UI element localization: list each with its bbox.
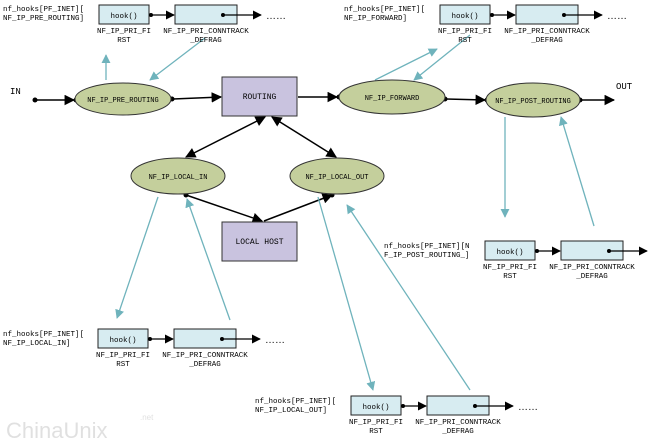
hookpoint-post-routing: NF_IP_POST_ROUTING bbox=[485, 82, 581, 118]
forward-to-chain-arrow bbox=[374, 48, 438, 81]
chain-hook-label: hook() bbox=[496, 249, 523, 257]
chain-pri-first-line2: RST bbox=[116, 361, 130, 369]
chain-hook-box bbox=[484, 240, 536, 261]
chain-pri-conntrack-line2: _DEFRAG bbox=[575, 273, 608, 281]
chain-return-to-prerouting-arrow bbox=[149, 37, 206, 81]
chain-pri-conntrack-line1: NF_IP_PRI_CONNTRACK bbox=[415, 419, 501, 427]
chain-hook-label: hook() bbox=[110, 13, 137, 21]
chain-title-line2: NF_IP_LOCAL_IN] bbox=[3, 340, 71, 348]
chain-pri-conntrack-line2: _DEFRAG bbox=[189, 37, 222, 45]
chain-local-out: nf_hooks[PF_INET][NF_IP_LOCAL_OUT] hook()… bbox=[255, 395, 538, 436]
chain-return-to-localout-arrow bbox=[346, 204, 471, 391]
forward-to-postrouting-arrow bbox=[445, 94, 487, 106]
hookpoint-pre-routing-label: NF_IP_PRE_ROUTING bbox=[87, 97, 158, 105]
chain-pri-first-line1: NF_IP_PRI_FI bbox=[438, 28, 492, 36]
hookpoint-pre-routing: NF_IP_PRE_ROUTING bbox=[74, 82, 172, 116]
chain-link-dot bbox=[149, 13, 153, 17]
chain-pri-first-line1: NF_IP_PRI_FI bbox=[483, 264, 537, 272]
chain-ellipsis: …… bbox=[518, 402, 538, 413]
chain-pri-first-line2: RST bbox=[117, 37, 131, 45]
hookpoint-local-out: NF_IP_LOCAL_OUT bbox=[289, 157, 385, 195]
chain-pri-conntrack-line2: _DEFRAG bbox=[441, 428, 474, 436]
chain-hook-box bbox=[439, 4, 491, 25]
hook-chains: nf_hooks[PF_INET][NF_IP_PRE_ROUTING]hook… bbox=[3, 4, 648, 436]
chain-next-dot bbox=[220, 337, 224, 341]
routing-label: ROUTING bbox=[243, 93, 277, 102]
chain-hook-box bbox=[97, 328, 149, 349]
chain-next-dot bbox=[607, 249, 611, 253]
hookpoint-forward: NF_IP_FORWARD bbox=[338, 79, 446, 115]
chain-title-line1: nf_hooks[PF_INET][ bbox=[3, 331, 84, 339]
chain-local-in: nf_hooks[PF_INET][NF_IP_LOCAL_IN] hook() …… bbox=[3, 328, 285, 369]
watermark-suffix: .net bbox=[140, 413, 154, 422]
chain-link-dot bbox=[148, 337, 152, 341]
localhost-to-localout-arrow bbox=[263, 193, 333, 222]
chain-return-to-forward-arrow bbox=[413, 34, 471, 81]
hookpoint-forward-label: NF_IP_FORWARD bbox=[365, 95, 420, 103]
localout-to-routing-arrow bbox=[271, 116, 337, 158]
local-host-label: LOCAL HOST bbox=[235, 238, 283, 247]
chain-return-to-postrouting-arrow bbox=[559, 116, 595, 227]
chain-link-dot bbox=[401, 404, 405, 408]
chain-title-line2: NF_IP_LOCAL_OUT] bbox=[255, 407, 327, 415]
chain-link-dot bbox=[490, 13, 494, 17]
chain-pri-first-line2: RST bbox=[458, 37, 472, 45]
chain-pri-first-line1: NF_IP_PRI_FI bbox=[349, 419, 403, 427]
chain-next-dot bbox=[473, 404, 477, 408]
chain-pri-conntrack-line2: _DEFRAG bbox=[188, 361, 221, 369]
chain-title-line2: NF_IP_PRE_ROUTING] bbox=[3, 15, 84, 23]
chain-title-line2: NF_IP_FORWARD] bbox=[344, 15, 407, 23]
chain-pri-conntrack-line1: NF_IP_PRI_CONNTRACK bbox=[162, 352, 248, 360]
hook-link-arrows bbox=[101, 34, 595, 391]
hookpoint-local-in-label: NF_IP_LOCAL_IN bbox=[149, 174, 208, 182]
hookpoint-post-routing-label: NF_IP_POST_ROUTING bbox=[495, 98, 571, 106]
hookpoint-local-out-label: NF_IP_LOCAL_OUT bbox=[305, 174, 368, 182]
chain-pri-conntrack-line1: NF_IP_PRI_CONNTRACK bbox=[163, 28, 249, 36]
localin-to-localhost-arrow bbox=[185, 194, 263, 223]
local-host-box: LOCAL HOST bbox=[221, 221, 298, 262]
chain-ellipsis: …… bbox=[266, 11, 286, 22]
chain-ellipsis: …… bbox=[607, 11, 627, 22]
watermark-text: ChinaUnix bbox=[6, 418, 108, 443]
chain-post-routing: nf_hooks[PF_INET][NF_IP_POST_ROUTING_] ho… bbox=[384, 240, 648, 281]
chain-pri-conntrack-line2: _DEFRAG bbox=[530, 37, 563, 45]
chain-pre-routing: nf_hooks[PF_INET][NF_IP_PRE_ROUTING] hook… bbox=[3, 4, 286, 45]
chain-hook-box bbox=[350, 395, 402, 416]
chain-pri-conntrack-line1: NF_IP_PRI_CONNTRACK bbox=[504, 28, 590, 36]
chain-hook-label: hook() bbox=[362, 404, 389, 412]
chinaunix-watermark: ChinaUnix .net bbox=[6, 413, 154, 443]
main-flow-lines bbox=[35, 91, 616, 223]
routing-to-localin-arrow bbox=[185, 116, 266, 158]
chain-title-line1: nf_hooks[PF_INET][ bbox=[3, 6, 84, 14]
chain-next-dot bbox=[562, 13, 566, 17]
chain-pri-first-line1: NF_IP_PRI_FI bbox=[97, 28, 151, 36]
out-label: OUT bbox=[616, 82, 633, 92]
chain-forward: nf_hooks[PF_INET][NF_IP_FORWARD] hook() ……… bbox=[344, 4, 627, 45]
chain-pri-first-line2: RST bbox=[503, 273, 517, 281]
chain-title-line1: nf_hooks[PF_INET][ bbox=[344, 6, 425, 14]
chain-title-line1: nf_hooks[PF_INET][N bbox=[384, 243, 470, 251]
chain-title-line2: F_IP_POST_ROUTING_] bbox=[384, 252, 470, 260]
routing-box: ROUTING bbox=[221, 76, 298, 117]
in-label: IN bbox=[10, 87, 21, 97]
chain-ellipsis: …… bbox=[265, 335, 285, 346]
hookpoint-local-in: NF_IP_LOCAL_IN bbox=[130, 157, 226, 195]
chain-hook-label: hook() bbox=[451, 13, 478, 21]
localout-to-chain-arrow bbox=[317, 196, 376, 391]
chain-hook-box bbox=[98, 4, 150, 25]
chain-next-dot bbox=[221, 13, 225, 17]
prerouting-to-routing-arrow bbox=[172, 92, 223, 103]
chain-title-line1: nf_hooks[PF_INET][ bbox=[255, 398, 336, 406]
chain-link-dot bbox=[535, 249, 539, 253]
chain-hook-label: hook() bbox=[109, 337, 136, 345]
localin-to-chain-arrow bbox=[115, 196, 159, 319]
chain-pri-first-line1: NF_IP_PRI_FI bbox=[96, 352, 150, 360]
chain-return-to-localin-arrow bbox=[185, 198, 231, 321]
chain-pri-conntrack-line1: NF_IP_PRI_CONNTRACK bbox=[549, 264, 635, 272]
chain-pri-first-line2: RST bbox=[369, 428, 383, 436]
